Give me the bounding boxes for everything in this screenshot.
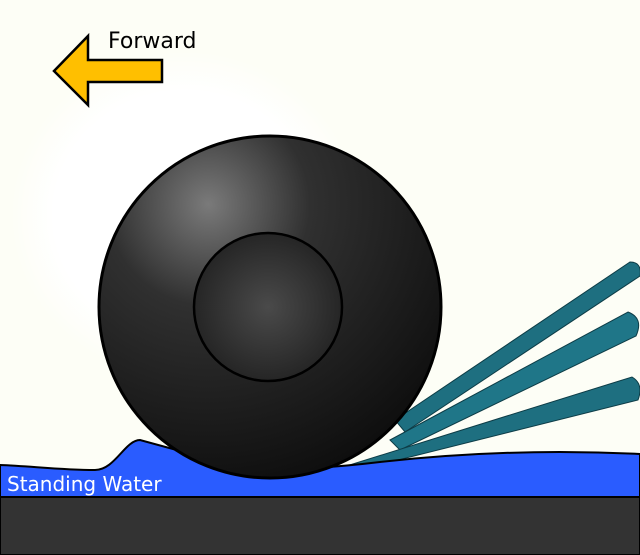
spray-jet-middle (389, 311, 640, 451)
tire (97, 134, 443, 480)
water-label: Standing Water (7, 472, 162, 496)
direction-label: Forward (108, 29, 197, 54)
water-spray (338, 261, 640, 473)
road-surface (0, 496, 640, 555)
wheel-hub (192, 231, 344, 383)
arrow-left-icon (52, 32, 164, 109)
spray-jet-upper (394, 261, 640, 433)
